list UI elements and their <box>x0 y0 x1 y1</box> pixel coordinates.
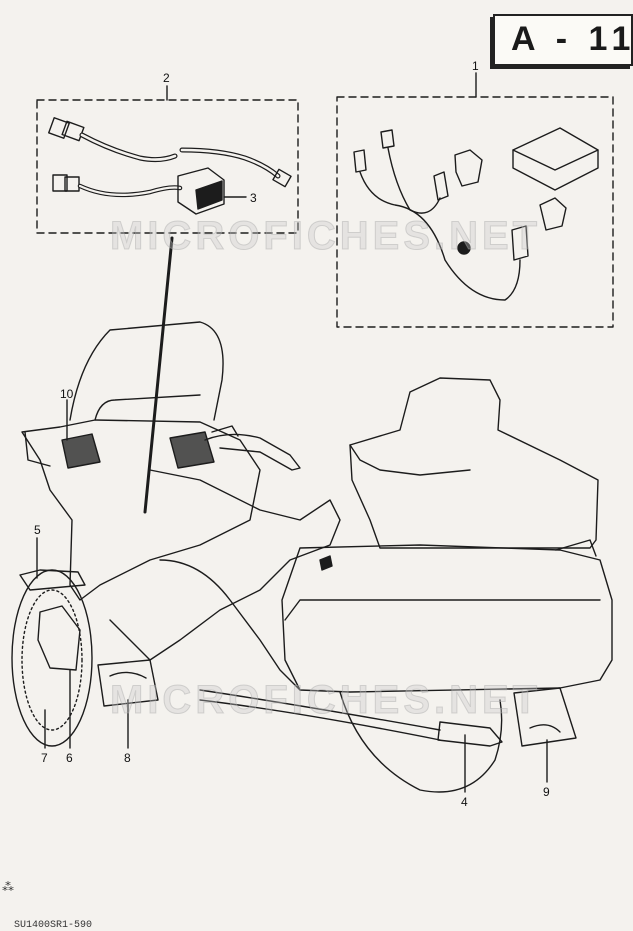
callout-7: 7 <box>41 751 48 765</box>
footer-code: SU1400SR1-590 <box>14 920 93 931</box>
callout-1: 1 <box>472 59 479 73</box>
rear-wheel <box>339 691 503 793</box>
kit-2-dashed-box <box>36 99 299 234</box>
callout-10: 10 <box>60 387 74 401</box>
footboard-8 <box>97 659 159 707</box>
reference-code: A - 11 <box>511 20 633 58</box>
watermark-lower: MICROFICHES.NET <box>109 678 542 723</box>
callout-4: 4 <box>461 795 468 809</box>
muffler-tip <box>437 721 503 747</box>
mudflap-9 <box>513 687 577 747</box>
rear-trunk <box>349 377 599 549</box>
callout-2: 2 <box>163 71 170 85</box>
windscreen <box>69 321 224 421</box>
saddlebag <box>281 544 613 693</box>
callout-5: 5 <box>34 523 41 537</box>
callout-3: 3 <box>250 191 257 205</box>
scan-mark: ⁂ <box>2 880 14 894</box>
front-fairing <box>21 419 261 601</box>
switch-part-3 <box>177 167 225 215</box>
kit-1-dashed-box <box>336 96 614 328</box>
callout-9: 9 <box>543 785 550 799</box>
reference-code-box: A - 11 <box>493 14 633 66</box>
callout-8: 8 <box>124 751 131 765</box>
front-wheel <box>11 569 93 747</box>
watermark-upper: MICROFICHES.NET <box>109 214 542 259</box>
callout-6: 6 <box>66 751 73 765</box>
